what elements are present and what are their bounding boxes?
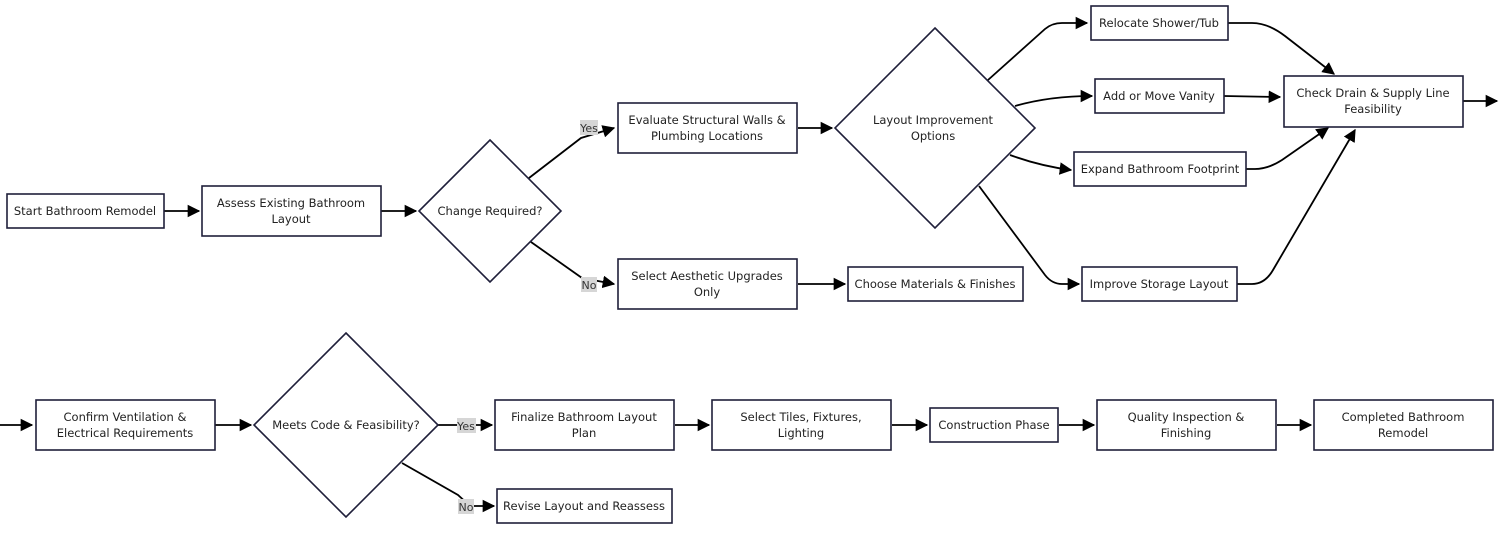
edge-label-code-yes: Yes — [456, 418, 476, 433]
node-change-required: Change Required? — [417, 138, 563, 284]
edge-relocate-to-drain — [1228, 22, 1335, 75]
node-meets-code: Meets Code & Feasibility? — [252, 331, 440, 519]
node-start: Start Bathroom Remodel — [6, 193, 165, 229]
node-storage-label: Improve Storage Layout — [1090, 277, 1229, 291]
edge-expand-to-drain — [1246, 127, 1330, 170]
node-evaluate: Evaluate Structural Walls &Plumbing Loca… — [617, 102, 798, 154]
edge-storage-to-drain — [1237, 128, 1356, 285]
node-vanity-label: Add or Move Vanity — [1103, 89, 1215, 103]
node-expand: Expand Bathroom Footprint — [1073, 151, 1247, 187]
edge-label-change-no: No — [581, 277, 597, 292]
edge-label-change-no-text: No — [582, 279, 597, 292]
node-change-required-label: Change Required? — [438, 204, 543, 218]
edge-change-to-evaluate — [528, 125, 616, 179]
node-tiles-label: Select Tiles, Fixtures,Lighting — [740, 410, 861, 440]
node-materials-label: Choose Materials & Finishes — [855, 277, 1016, 291]
node-storage: Improve Storage Layout — [1081, 266, 1238, 302]
edge-label-code-no: No — [458, 499, 474, 514]
edge-options-to-storage — [978, 185, 1081, 291]
edge-label-code-no-text: No — [459, 501, 474, 514]
nodes: Start Bathroom Remodel Assess Existing B… — [6, 5, 1494, 524]
node-start-label: Start Bathroom Remodel — [14, 204, 156, 218]
edge-code-to-revise — [401, 462, 496, 513]
node-evaluate-label: Evaluate Structural Walls &Plumbing Loca… — [628, 113, 785, 143]
edge-label-change-yes: Yes — [579, 120, 598, 135]
node-vanity: Add or Move Vanity — [1094, 78, 1225, 114]
node-construction: Construction Phase — [929, 407, 1059, 443]
node-ventilation: Confirm Ventilation &Electrical Requirem… — [35, 399, 216, 451]
edge-label-code-yes-text: Yes — [456, 420, 475, 433]
edge-labels: Yes No Yes No — [456, 120, 598, 514]
edge-vanity-to-drain — [1223, 90, 1282, 104]
node-revise: Revise Layout and Reassess — [496, 488, 673, 524]
node-relocate: Relocate Shower/Tub — [1090, 5, 1229, 41]
node-construction-label: Construction Phase — [938, 418, 1049, 432]
node-tiles: Select Tiles, Fixtures,Lighting — [711, 399, 892, 451]
node-relocate-label: Relocate Shower/Tub — [1099, 16, 1219, 30]
node-ventilation-label: Confirm Ventilation &Electrical Requirem… — [57, 410, 193, 440]
edge-options-to-expand — [1009, 154, 1073, 175]
node-quality: Quality Inspection &Finishing — [1096, 399, 1277, 451]
edge-change-to-aesthetic — [530, 241, 616, 289]
node-expand-label: Expand Bathroom Footprint — [1081, 162, 1240, 176]
node-materials: Choose Materials & Finishes — [847, 266, 1024, 302]
edge-options-to-vanity — [1014, 89, 1094, 107]
node-meets-code-label: Meets Code & Feasibility? — [272, 418, 420, 432]
edge-options-to-relocate — [987, 16, 1089, 81]
edge-label-change-yes-text: Yes — [579, 122, 598, 135]
node-quality-label: Quality Inspection &Finishing — [1128, 410, 1245, 440]
node-revise-label: Revise Layout and Reassess — [503, 499, 665, 513]
